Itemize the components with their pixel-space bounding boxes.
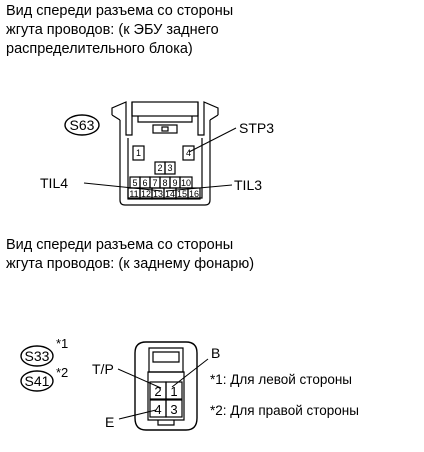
svg-text:10: 10 [181, 178, 191, 188]
connector-s63-code: S63 [64, 114, 100, 136]
svg-text:*2: *2 [56, 365, 68, 380]
svg-text:13: 13 [153, 189, 163, 199]
svg-text:7: 7 [152, 178, 157, 188]
s63-pin-3: 3 [164, 161, 176, 175]
label-til4: TIL4 [40, 175, 68, 191]
svg-text:S41: S41 [25, 373, 50, 389]
label-b: B [211, 345, 220, 361]
connector1-caption: Вид спереди разъема со стороны жгута про… [6, 3, 234, 57]
svg-text:S33: S33 [25, 348, 50, 364]
s63-leaders [83, 127, 237, 192]
svg-text:6: 6 [142, 178, 147, 188]
tail-lamp-pins: 2 1 4 3 [149, 381, 183, 418]
connector2-caption: Вид спереди разъема со стороны жгута про… [6, 237, 255, 272]
svg-text:3: 3 [167, 163, 172, 173]
svg-text:11: 11 [129, 189, 138, 199]
connector-s33-code: S33 *1 [20, 336, 68, 367]
tail-lamp-leaders [117, 358, 209, 420]
note-right-side: *2: Для правой стороны [210, 403, 359, 418]
connector-s41-code: S41 *2 [20, 365, 68, 392]
svg-text:1: 1 [170, 384, 177, 399]
svg-text:16: 16 [189, 189, 199, 199]
svg-text:9: 9 [172, 178, 177, 188]
label-stp3: STP3 [239, 120, 274, 136]
s63-pin-4: 4 [182, 145, 195, 161]
svg-text:4: 4 [154, 402, 161, 417]
note-left-side: *1: Для левой стороны [210, 372, 353, 387]
connector-tail-lamp-housing [134, 341, 198, 431]
label-tp: T/P [92, 361, 114, 377]
svg-text:4: 4 [186, 148, 191, 158]
svg-text:S63: S63 [70, 117, 95, 133]
svg-text:5: 5 [132, 178, 137, 188]
s63-pin-row-11-16: 11 12 13 14 15 16 [127, 187, 201, 200]
svg-text:8: 8 [162, 178, 167, 188]
svg-text:3: 3 [170, 402, 177, 417]
label-e: E [105, 414, 114, 430]
label-til3: TIL3 [234, 177, 262, 193]
s63-pin-1: 1 [132, 145, 145, 161]
s63-pin-row-5-10: 5 6 7 8 9 10 [129, 176, 193, 189]
s63-pin-2: 2 [154, 161, 166, 175]
svg-text:14: 14 [165, 189, 175, 199]
svg-text:12: 12 [141, 189, 151, 199]
svg-text:2: 2 [154, 384, 161, 399]
svg-text:2: 2 [157, 163, 162, 173]
svg-text:*1: *1 [56, 336, 68, 351]
svg-text:15: 15 [177, 189, 187, 199]
connector-s63-housing [111, 101, 219, 206]
svg-text:1: 1 [136, 148, 141, 158]
